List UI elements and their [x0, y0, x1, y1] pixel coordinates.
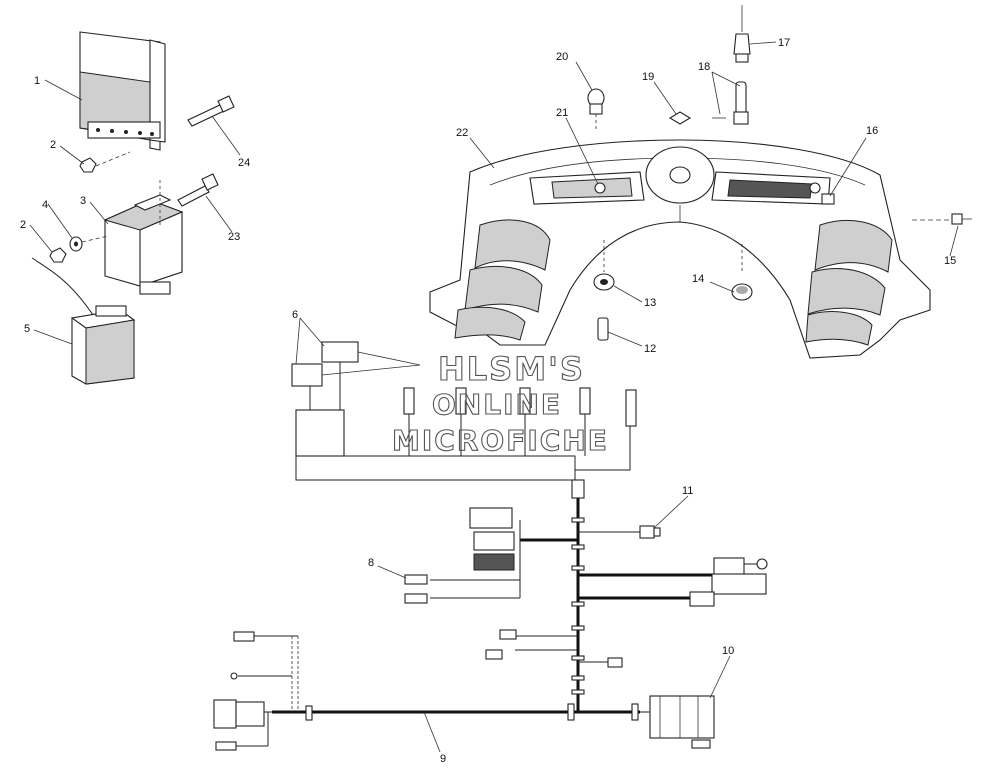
washer-4 — [69, 236, 83, 252]
callout-9: 9 — [440, 753, 446, 765]
connector-11 — [639, 525, 661, 539]
callout-2a: 2 — [50, 139, 56, 151]
switch-assembly — [291, 341, 421, 457]
callout-1: 1 — [34, 75, 40, 87]
callout-13: 13 — [644, 297, 656, 309]
bulb-20 — [587, 88, 605, 130]
screw-15 — [912, 213, 972, 225]
socket-18 — [712, 81, 749, 125]
clip-19 — [668, 111, 692, 125]
callout-3: 3 — [80, 195, 86, 207]
callout-16: 16 — [866, 125, 878, 137]
module-5 — [31, 257, 136, 385]
callout-11: 11 — [682, 485, 693, 497]
callout-24: 24 — [238, 157, 250, 169]
connector-cluster-9 — [213, 631, 639, 751]
bolt-23 — [177, 173, 219, 207]
connector-cluster-right — [689, 557, 768, 607]
grommet-14 — [731, 244, 753, 301]
cdi-module — [79, 31, 166, 151]
bulb-12 — [597, 317, 609, 341]
callout-10: 10 — [722, 645, 734, 657]
leader-lines — [29, 41, 959, 753]
callout-15: 15 — [944, 255, 956, 267]
wiring-harness — [272, 387, 712, 714]
callout-21: 21 — [556, 107, 568, 119]
dashboard-panel — [429, 139, 931, 359]
callout-19: 19 — [642, 71, 654, 83]
connector-pair-mid — [485, 629, 623, 668]
bulb-17 — [733, 5, 751, 63]
callout-labels: 1 2 3 4 2 5 24 23 6 8 9 10 11 12 13 14 1… — [20, 37, 956, 765]
callout-8: 8 — [368, 557, 374, 569]
callout-12: 12 — [644, 343, 656, 355]
watermark: HLSM'S ONLINE MICROFICHE — [391, 349, 609, 457]
watermark-line-1: HLSM'S — [438, 350, 585, 388]
callout-4: 4 — [42, 199, 48, 211]
callout-5: 5 — [24, 323, 30, 335]
voltage-regulator — [103, 194, 184, 295]
grommet-13 — [593, 240, 615, 291]
bolt-24 — [187, 95, 235, 127]
nut-2a — [79, 157, 97, 173]
callout-23: 23 — [228, 231, 240, 243]
callout-18: 18 — [698, 61, 710, 73]
connector-10 — [649, 695, 715, 749]
connector-cluster-left — [404, 507, 515, 604]
callout-6: 6 — [292, 309, 298, 321]
nut-2b — [49, 247, 67, 263]
watermark-line-2: ONLINE — [432, 388, 562, 421]
callout-2b: 2 — [20, 219, 26, 231]
watermark-line-3: MICROFICHE — [392, 424, 609, 457]
callout-14: 14 — [692, 273, 704, 285]
callout-17: 17 — [778, 37, 790, 49]
callout-22: 22 — [456, 127, 468, 139]
callout-20: 20 — [556, 51, 568, 63]
